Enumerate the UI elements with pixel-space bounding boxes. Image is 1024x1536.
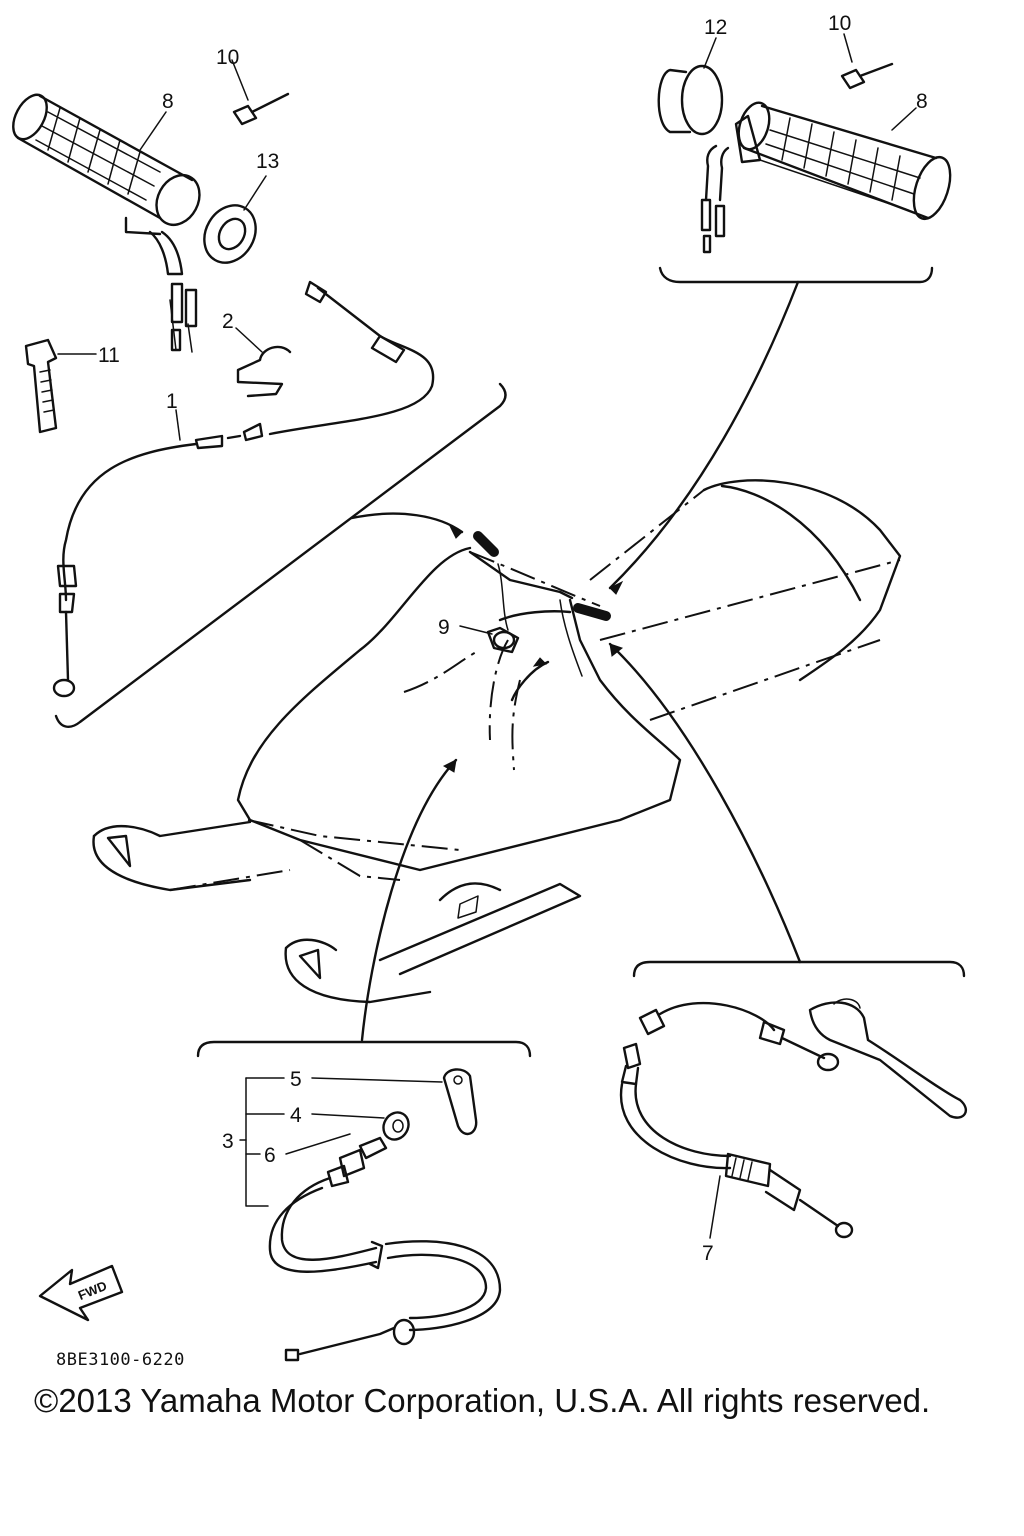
throttle-cable — [52, 280, 435, 698]
left-screw — [232, 92, 290, 126]
callout-4: 4 — [290, 1104, 302, 1127]
leader-arrows — [350, 280, 802, 1042]
callout-7: 7 — [702, 1242, 714, 1265]
right-screw — [840, 62, 894, 90]
left-grip-connectors — [169, 282, 198, 353]
drawing-code: 8BE3100-6220 — [56, 1350, 185, 1370]
group-3-bracket-lines — [239, 1077, 443, 1207]
nut-part-4 — [382, 1111, 410, 1141]
callout-5: 5 — [290, 1068, 302, 1091]
callout-11: 11 — [98, 344, 120, 367]
callout-8-left: 8 — [162, 90, 174, 113]
copyright-notice: ©2013 Yamaha Motor Corporation, U.S.A. A… — [34, 1382, 931, 1419]
bottom-left-group-bracket — [196, 1040, 532, 1058]
left-group-bracket — [54, 382, 507, 728]
callout-1: 1 — [166, 390, 178, 413]
brake-lever — [808, 998, 967, 1119]
callout-10-left: 10 — [216, 46, 239, 69]
callout-9: 9 — [438, 616, 450, 639]
callout-leaders — [57, 33, 917, 635]
cable-tie — [24, 338, 58, 434]
right-group-bracket — [658, 266, 934, 284]
grip-cap — [657, 64, 724, 136]
callout-13: 13 — [256, 150, 279, 173]
right-grip — [700, 101, 952, 254]
lever-part-5 — [442, 1068, 478, 1136]
cable-clip — [236, 345, 292, 398]
grip-washer — [203, 204, 257, 264]
left-grip — [12, 93, 201, 276]
callout-3: 3 — [222, 1130, 234, 1153]
callout-8-right: 8 — [916, 90, 928, 113]
callout-10-right: 10 — [828, 12, 851, 35]
callout-6: 6 — [264, 1144, 276, 1167]
brake-cable — [619, 1001, 854, 1239]
snowmobile-body — [92, 479, 902, 1004]
choke-cable — [268, 1136, 502, 1362]
fwd-arrow-icon: FWD — [38, 1264, 124, 1322]
bottom-right-group-bracket — [632, 960, 966, 978]
callout-12: 12 — [704, 16, 727, 39]
callout-2: 2 — [222, 310, 234, 333]
